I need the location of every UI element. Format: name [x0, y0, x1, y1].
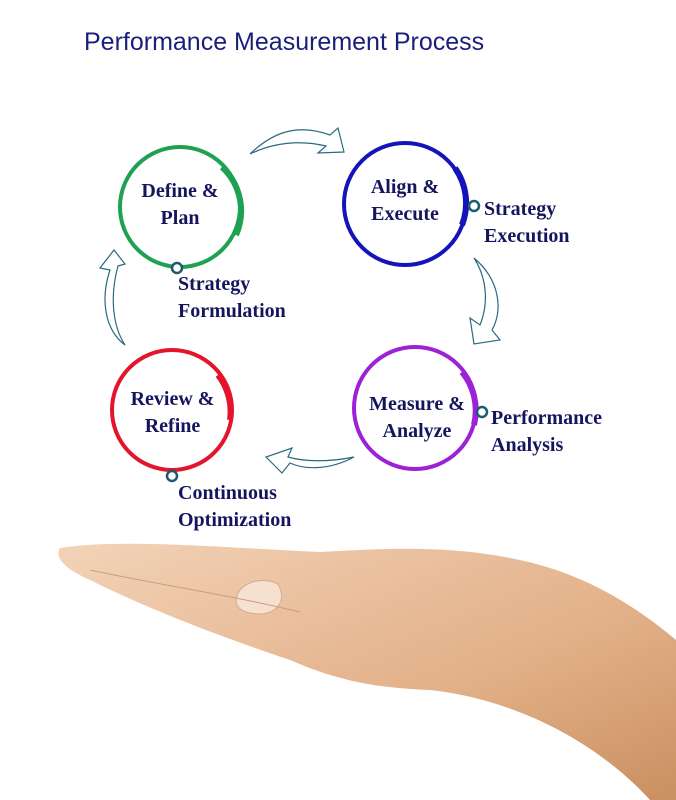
arrow-down-icon: [469, 257, 502, 345]
note-line: Continuous: [178, 482, 277, 504]
note-line: Strategy: [178, 273, 251, 295]
stage-review: Review & Refine: [110, 386, 235, 440]
node-dot: [475, 405, 489, 419]
stage-title-line: Review &: [130, 388, 215, 410]
note-line: Performance: [491, 407, 603, 429]
stage-title-line: Measure &: [369, 393, 465, 415]
stage-title-line: Define &: [141, 180, 219, 202]
note-performance-analysis: Performance Analysis: [491, 405, 602, 459]
note-line: Formulation: [178, 300, 286, 322]
stage-title-line: Refine: [144, 415, 201, 437]
measure-circle: [352, 345, 479, 471]
node-dot: [170, 261, 184, 275]
align-circle: [342, 141, 470, 267]
node-dot: [467, 199, 481, 213]
note-continuous-optimization: Continuous Optimization: [178, 480, 291, 534]
arrow-right-icon: [249, 126, 345, 155]
stage-title-line: Plan: [160, 207, 200, 229]
diagram-title: Performance Measurement Process: [84, 28, 485, 56]
stage-define: Define & Plan: [120, 178, 240, 232]
note-line: Execution: [484, 225, 570, 247]
hand-illustration: [58, 543, 676, 800]
arrow-left-icon: [264, 446, 355, 474]
stage-title-line: Analyze: [382, 420, 452, 442]
node-dot: [165, 469, 179, 483]
note-strategy-formulation: Strategy Formulation: [178, 271, 286, 325]
note-strategy-execution: Strategy Execution: [484, 196, 570, 250]
arrow-up-icon: [98, 249, 127, 346]
note-line: Analysis: [491, 434, 564, 456]
note-line: Optimization: [178, 509, 292, 531]
stage-title-line: Align &: [370, 176, 440, 198]
stage-measure: Measure & Analyze: [352, 391, 482, 445]
stage-title-line: Execute: [371, 203, 439, 225]
note-line: Strategy: [484, 198, 557, 220]
stage-align: Align & Execute: [345, 174, 465, 228]
